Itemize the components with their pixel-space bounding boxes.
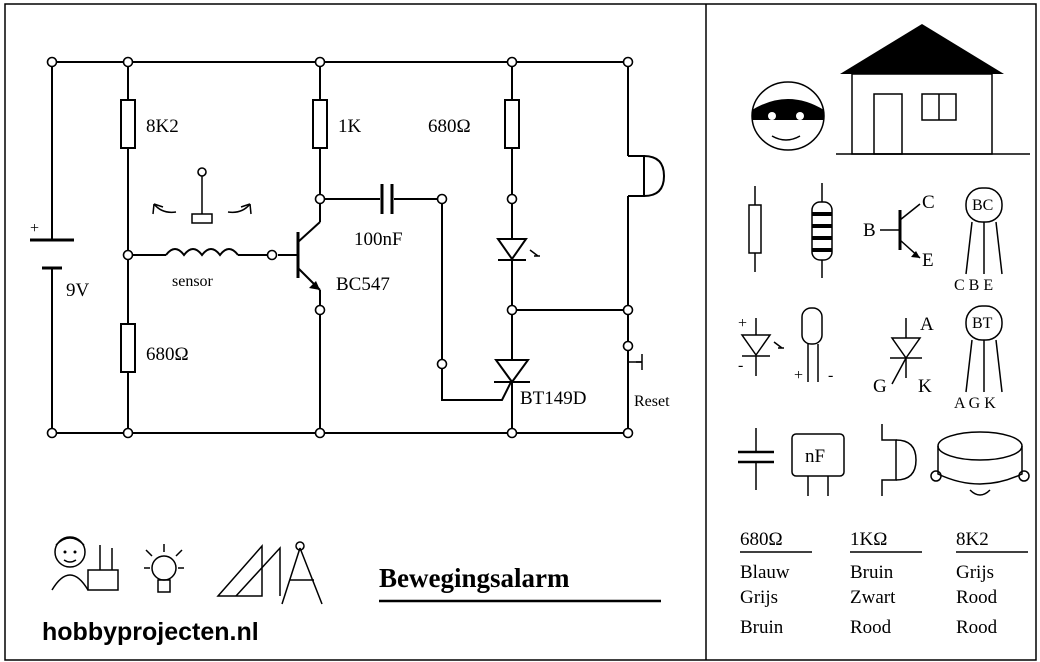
transistor-bc547 (278, 221, 321, 291)
led-pkg-minus: - (828, 367, 833, 384)
color-table-cell: Blauw (740, 562, 790, 583)
capacitor-pkg-label: nF (805, 446, 825, 467)
logo-clipart (51, 536, 323, 605)
color-table-cell: Grijs (740, 587, 778, 608)
thyristor-legend-g: G (873, 376, 887, 397)
thyristor-pkg-top: BT (972, 315, 993, 332)
battery-symbol (30, 238, 74, 270)
led-legend (740, 307, 823, 382)
color-table-cell: Bruin (740, 617, 784, 638)
color-table-cell: Zwart (850, 587, 896, 608)
capacitor-100nf (380, 184, 394, 214)
junction-nodes (46, 56, 634, 439)
transistor-legend-c: C (922, 192, 935, 213)
led-pkg-plus: + (794, 367, 803, 384)
site-name: hobbyprojecten.nl (42, 618, 259, 646)
thyristor-legend (890, 305, 1003, 393)
color-table-cell: Grijs (956, 562, 994, 583)
led-legend-plus: + (738, 315, 747, 332)
capacitor-label: 100nF (354, 229, 403, 250)
buzzer-legend (881, 424, 1030, 496)
burglar-house-clipart (751, 24, 1030, 155)
frame (4, 3, 1037, 661)
circuit-diagram: + 9V 8K2 680Ω sensor (30, 56, 670, 439)
resistor-680-right-label: 680Ω (428, 116, 471, 137)
battery-plus-label: + (30, 220, 39, 237)
transistor-legend-e: E (922, 250, 934, 271)
thyristor-legend-a: A (920, 314, 934, 335)
resistor-680-left (120, 323, 136, 373)
thyristor-legend-k: K (918, 376, 932, 397)
reset-switch (627, 346, 643, 380)
sensor-coil (165, 248, 239, 257)
led-symbol (496, 238, 540, 261)
transistor-legend-b: B (863, 220, 876, 241)
color-table-cell: Rood (850, 617, 892, 638)
led-legend-minus: - (738, 357, 743, 374)
transistor-pkg-pins: C B E (954, 277, 993, 294)
color-table-header: 680Ω (740, 529, 783, 550)
transistor-pkg-top: BC (972, 197, 993, 214)
transistor-label: BC547 (336, 274, 390, 295)
transistor-legend (880, 187, 1003, 275)
reset-label: Reset (634, 393, 670, 410)
thyristor-label: BT149D (520, 388, 587, 409)
thyristor-pkg-pins: A G K (954, 395, 996, 412)
color-table-cell: Bruin (850, 562, 894, 583)
sensor-label: sensor (172, 273, 214, 290)
thyristor-bt149d (494, 359, 530, 384)
resistor-680-right (504, 99, 520, 149)
pendulum-icon (152, 167, 252, 224)
battery-label: 9V (66, 280, 90, 301)
resistor-8k2 (120, 99, 136, 149)
color-table-header: 8K2 (956, 529, 989, 550)
resistor-legend (748, 183, 833, 278)
buzzer-symbol (628, 155, 666, 197)
capacitor-legend (738, 428, 845, 496)
color-code-table: 680ΩBlauwGrijsBruin1KΩBruinZwartRood8K2G… (740, 529, 1028, 638)
color-table-header: 1KΩ (850, 529, 887, 550)
color-table-cell: Rood (956, 617, 998, 638)
page-title: Bewegingsalarm (379, 563, 570, 593)
resistor-1k-label: 1K (338, 116, 362, 137)
resistor-8k2-label: 8K2 (146, 116, 179, 137)
resistor-680-left-label: 680Ω (146, 344, 189, 365)
resistor-1k (312, 99, 328, 149)
color-table-cell: Rood (956, 587, 998, 608)
